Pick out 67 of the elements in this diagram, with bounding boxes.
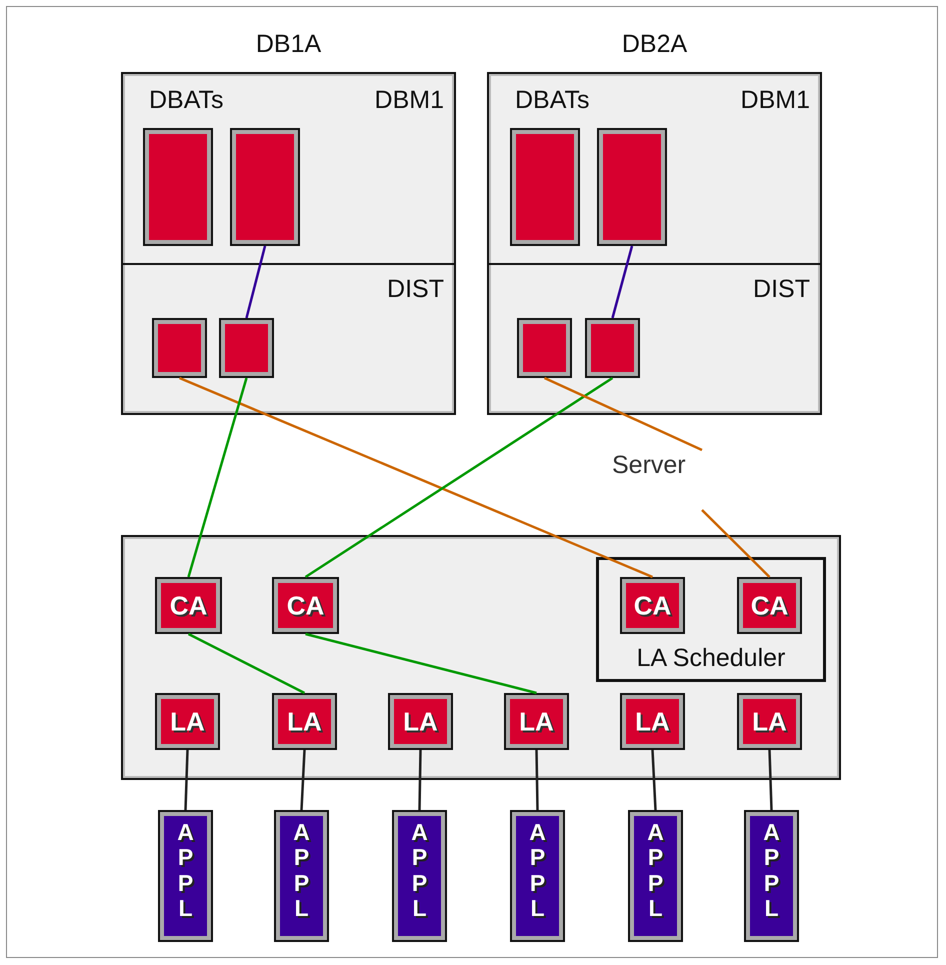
connector-line (544, 376, 703, 452)
connector-line (300, 750, 306, 810)
connector-line (184, 750, 189, 810)
application-box (744, 810, 799, 942)
group-label: LA Scheduler (636, 644, 786, 673)
agent-box (272, 577, 339, 634)
box-label: LA (402, 706, 439, 737)
thread-block (219, 318, 274, 378)
agent-box (737, 693, 802, 750)
box-label: LA (169, 706, 206, 737)
application-box (274, 810, 329, 942)
panel-label: DIST (753, 275, 810, 304)
panel-label: DBM1 (740, 86, 810, 115)
thread-block (585, 318, 640, 378)
application-box (628, 810, 683, 942)
agent-box (737, 577, 802, 634)
thread-block (517, 318, 572, 378)
box-label: APPL (292, 820, 311, 922)
agent-box (272, 693, 337, 750)
connector-line (651, 750, 657, 810)
connector-line (179, 376, 653, 578)
agent-box (620, 693, 685, 750)
connector-line (187, 378, 248, 578)
box-label: CA (168, 590, 208, 621)
panel-label: DBM1 (374, 86, 444, 115)
box-label: APPL (176, 820, 195, 922)
thread-block (510, 128, 580, 246)
connector-line (535, 750, 539, 810)
connector-line (701, 509, 770, 578)
box-label: LA (634, 706, 671, 737)
thread-block (230, 128, 300, 246)
scheduler-group-box (596, 557, 826, 682)
subsystem-title: DB2A (620, 30, 688, 59)
application-box (510, 810, 565, 942)
agent-box (620, 577, 685, 634)
thread-block (143, 128, 213, 246)
connector-line (305, 632, 537, 694)
agent-box (155, 577, 222, 634)
box-label: CA (750, 590, 790, 621)
connector-line (768, 750, 773, 810)
connector-line (611, 246, 634, 318)
thread-block (597, 128, 667, 246)
box-label: CA (632, 590, 672, 621)
box-label: CA (286, 590, 326, 621)
agent-box (504, 693, 569, 750)
box-label: LA (751, 706, 788, 737)
connector-line (418, 750, 422, 810)
connector-line (245, 246, 266, 318)
agent-box (388, 693, 453, 750)
box-label: APPL (646, 820, 665, 922)
connector-line (304, 376, 614, 578)
box-label: APPL (410, 820, 429, 922)
box-label: APPL (528, 820, 547, 922)
box-label: APPL (762, 820, 781, 922)
agent-box (155, 693, 220, 750)
subsystem-title: DB1A (254, 30, 322, 59)
box-label: LA (286, 706, 323, 737)
server-box (121, 535, 841, 780)
box-label: LA (518, 706, 555, 737)
server-label: Server (612, 451, 686, 479)
application-box (158, 810, 213, 942)
connector-line (188, 632, 306, 694)
panel-label: DIST (387, 275, 444, 304)
thread-block (152, 318, 207, 378)
application-box (392, 810, 447, 942)
panel-label: DBATs (149, 86, 224, 115)
panel-label: DBATs (515, 86, 590, 115)
